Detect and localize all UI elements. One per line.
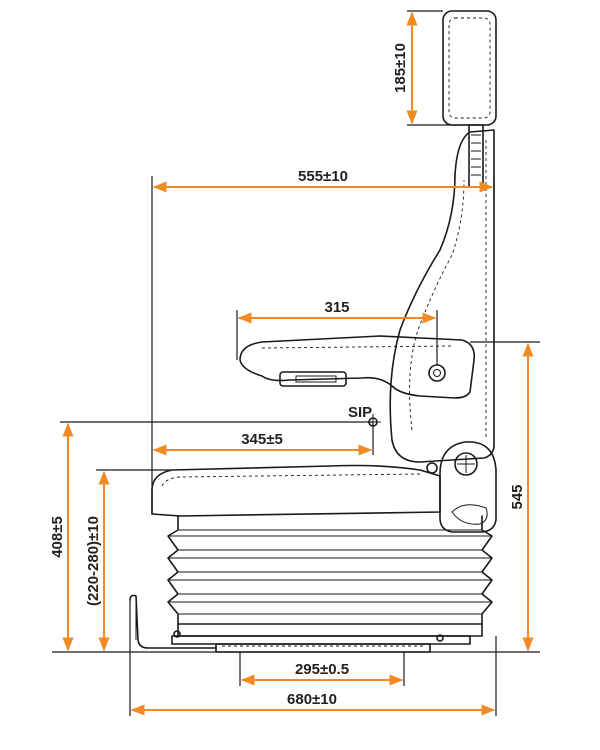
headrest-height-label: 185±10 xyxy=(392,43,409,93)
rail-length-label: 295±0.5 xyxy=(295,661,349,678)
sip-label: SIP xyxy=(348,404,372,421)
seat-height-total-label: 408±5 xyxy=(49,516,66,558)
armrest-height-label: 545 xyxy=(509,484,526,509)
seat-illustration xyxy=(129,10,497,653)
extension-lines xyxy=(52,10,540,716)
backrest xyxy=(389,129,495,463)
seat-depth-overall-label: 555±10 xyxy=(298,168,348,185)
sip-to-front-label: 345±5 xyxy=(241,431,283,448)
base-rails xyxy=(129,594,471,653)
dimension-labels: 185±10 555±10 315 SIP 345±5 408±5 (220-2… xyxy=(49,43,526,708)
suspension-bellows xyxy=(167,515,493,637)
dimension-lines xyxy=(62,11,534,716)
recline-mechanism xyxy=(426,441,497,533)
overall-length-label: 680±10 xyxy=(287,691,337,708)
headrest xyxy=(442,10,497,188)
seat-cushion xyxy=(151,464,441,517)
seat-height-adjust-label: (220-280)±10 xyxy=(85,516,102,606)
armrest xyxy=(239,335,476,399)
armrest-length-label: 315 xyxy=(324,299,349,316)
